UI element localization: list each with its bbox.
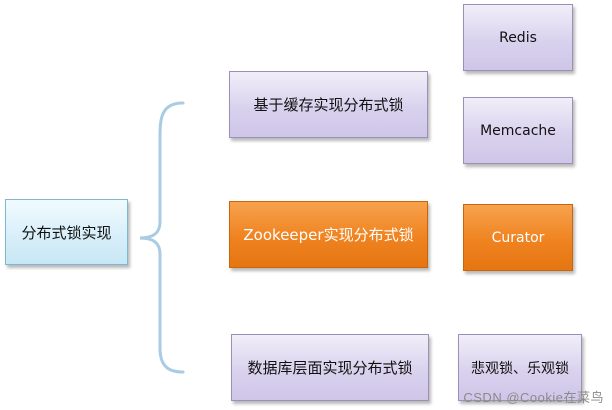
leaf-memcache-label: Memcache [480, 122, 556, 139]
leaf-curator-node: Curator [463, 204, 573, 271]
branch-database-label: 数据库层面实现分布式锁 [247, 359, 413, 377]
branch-zookeeper-node: Zookeeper实现分布式锁 [229, 201, 428, 268]
branch-zookeeper-label: Zookeeper实现分布式锁 [243, 226, 414, 244]
leaf-locks-label: 悲观锁、乐观锁 [471, 360, 569, 377]
leaf-redis-node: Redis [463, 4, 573, 71]
leaf-memcache-node: Memcache [463, 97, 573, 164]
leaf-redis-label: Redis [499, 29, 537, 46]
leaf-curator-label: Curator [491, 229, 545, 246]
leaf-locks-node: 悲观锁、乐观锁 [458, 334, 582, 401]
root-label: 分布式锁实现 [21, 223, 112, 242]
watermark-text: CSDN @Cookie在菜鸟 [463, 390, 604, 405]
branch-cache-label: 基于缓存实现分布式锁 [253, 96, 404, 114]
branch-database-node: 数据库层面实现分布式锁 [231, 334, 429, 401]
branch-cache-node: 基于缓存实现分布式锁 [229, 71, 428, 138]
root-node: 分布式锁实现 [5, 199, 128, 265]
